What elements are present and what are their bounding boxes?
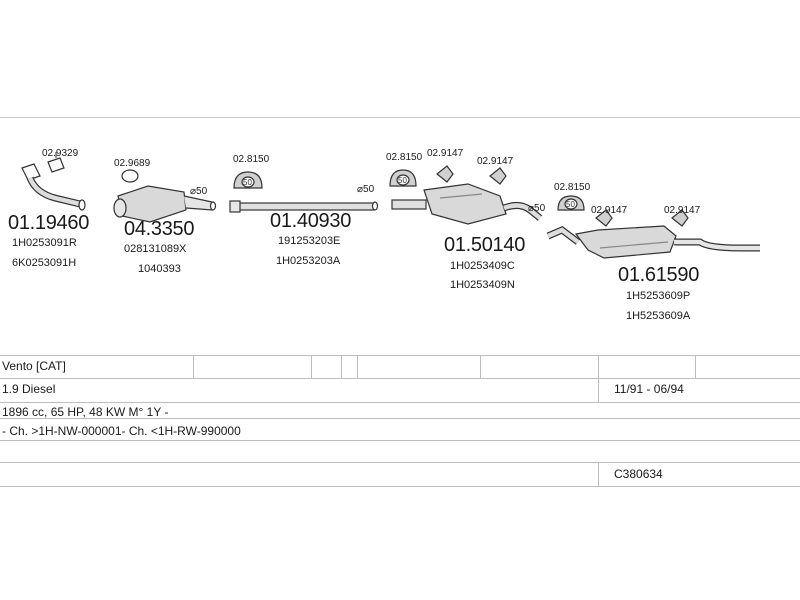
catalytic-converter-part bbox=[113, 169, 217, 223]
vehicle-years: 11/91 - 06/94 bbox=[614, 382, 684, 396]
catalog-code: C380634 bbox=[614, 467, 663, 481]
part-reference: 1H5253609P bbox=[626, 290, 691, 302]
table-row-divider bbox=[0, 402, 800, 403]
part-number: 01.19460 bbox=[8, 212, 90, 234]
accessory-number: 02.9329 bbox=[42, 148, 79, 159]
table-col-divider bbox=[311, 355, 312, 378]
rubber-mount-part bbox=[389, 169, 417, 187]
diameter-label: ⌀50 bbox=[357, 184, 375, 195]
accessory-number: 02.8150 bbox=[386, 152, 423, 163]
table-row-divider bbox=[0, 440, 800, 441]
clamp-size-label: 50 bbox=[566, 200, 575, 209]
part-reference: 1040393 bbox=[138, 263, 181, 275]
table-col-divider bbox=[480, 355, 481, 378]
rear-silencer-part bbox=[546, 225, 760, 259]
accessory-number: 02.8150 bbox=[233, 154, 270, 165]
diameter-label: ⌀50 bbox=[528, 203, 546, 214]
diameter-label: ⌀50 bbox=[190, 186, 208, 197]
exhaust-drawing: 50 50 50 bbox=[21, 152, 760, 259]
part-number: 01.61590 bbox=[618, 264, 700, 286]
table-row-divider bbox=[0, 418, 800, 419]
part-reference: 1H0253409N bbox=[450, 279, 515, 291]
part-reference: 1H5253609A bbox=[626, 310, 691, 322]
table-row-divider bbox=[0, 378, 800, 379]
accessory-number: 02.9147 bbox=[591, 205, 628, 216]
vehicle-model: Vento [CAT] bbox=[2, 359, 66, 373]
table-col-divider bbox=[357, 355, 358, 378]
middle-silencer-part bbox=[391, 183, 543, 225]
vehicle-spec: 1896 cc, 65 HP, 48 KW M° 1Y - bbox=[2, 405, 169, 419]
middle-pipe-part bbox=[229, 200, 379, 213]
accessory-number: 02.9147 bbox=[664, 205, 701, 216]
vehicle-engine: 1.9 Diesel bbox=[2, 382, 56, 396]
rubber-mount-part bbox=[557, 195, 585, 211]
accessory-number: 02.9147 bbox=[477, 156, 514, 167]
table-col-divider bbox=[341, 355, 342, 378]
clamp-size-label: 50 bbox=[243, 178, 252, 187]
table-row-divider bbox=[0, 486, 800, 487]
table-col-divider bbox=[695, 355, 696, 378]
table-row-divider bbox=[0, 355, 800, 356]
table-col-divider bbox=[598, 355, 599, 402]
table-col-divider bbox=[193, 355, 194, 378]
rubber-mount-part bbox=[233, 171, 263, 189]
table-col-divider bbox=[598, 462, 599, 486]
accessory-number: 02.9689 bbox=[114, 158, 151, 169]
part-reference: 1H0253203A bbox=[276, 255, 341, 267]
vehicle-chassis: - Ch. >1H-NW-000001- Ch. <1H-RW-990000 bbox=[2, 424, 241, 438]
part-number: 04.3350 bbox=[124, 218, 195, 240]
clamp-part bbox=[436, 165, 689, 227]
accessory-number: 02.8150 bbox=[554, 182, 591, 193]
clamp-size-label: 50 bbox=[398, 176, 407, 185]
part-reference: 1H0253409C bbox=[450, 260, 515, 272]
exhaust-diagram: 50 50 50 02.9329 02.9689 02.8150 02.8150… bbox=[0, 118, 800, 353]
part-number: 01.40930 bbox=[270, 210, 352, 232]
part-number: 01.50140 bbox=[444, 234, 526, 256]
part-reference: 6K0253091H bbox=[12, 257, 77, 269]
top-border bbox=[0, 117, 800, 118]
part-reference: 028131089X bbox=[124, 243, 187, 255]
accessory-number: 02.9147 bbox=[427, 148, 464, 159]
table-row-divider bbox=[0, 462, 800, 463]
front-pipe-part bbox=[21, 163, 86, 211]
part-reference: 191253203E bbox=[278, 235, 341, 247]
part-reference: 1H0253091R bbox=[12, 237, 77, 249]
gasket-part bbox=[47, 152, 65, 173]
